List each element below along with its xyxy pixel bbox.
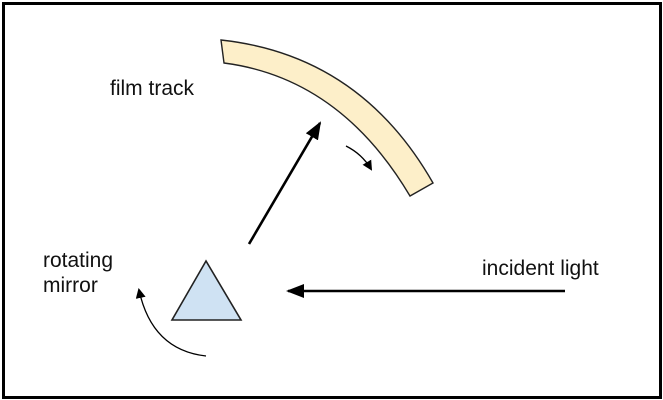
film-track-label: film track [110, 77, 194, 100]
rotating-mirror-triangle [170, 259, 243, 321]
mirror-rotation-arrow-icon [135, 288, 207, 357]
film-track-shape [220, 39, 434, 197]
reflected-light-arrow-icon [247, 121, 322, 245]
rotating-mirror-label-line2: mirror [43, 274, 98, 297]
rotating-mirror-label-line1: rotating [43, 249, 114, 272]
incident-light-label: incident light [482, 257, 599, 280]
film-rotation-arrow-icon [345, 145, 373, 171]
